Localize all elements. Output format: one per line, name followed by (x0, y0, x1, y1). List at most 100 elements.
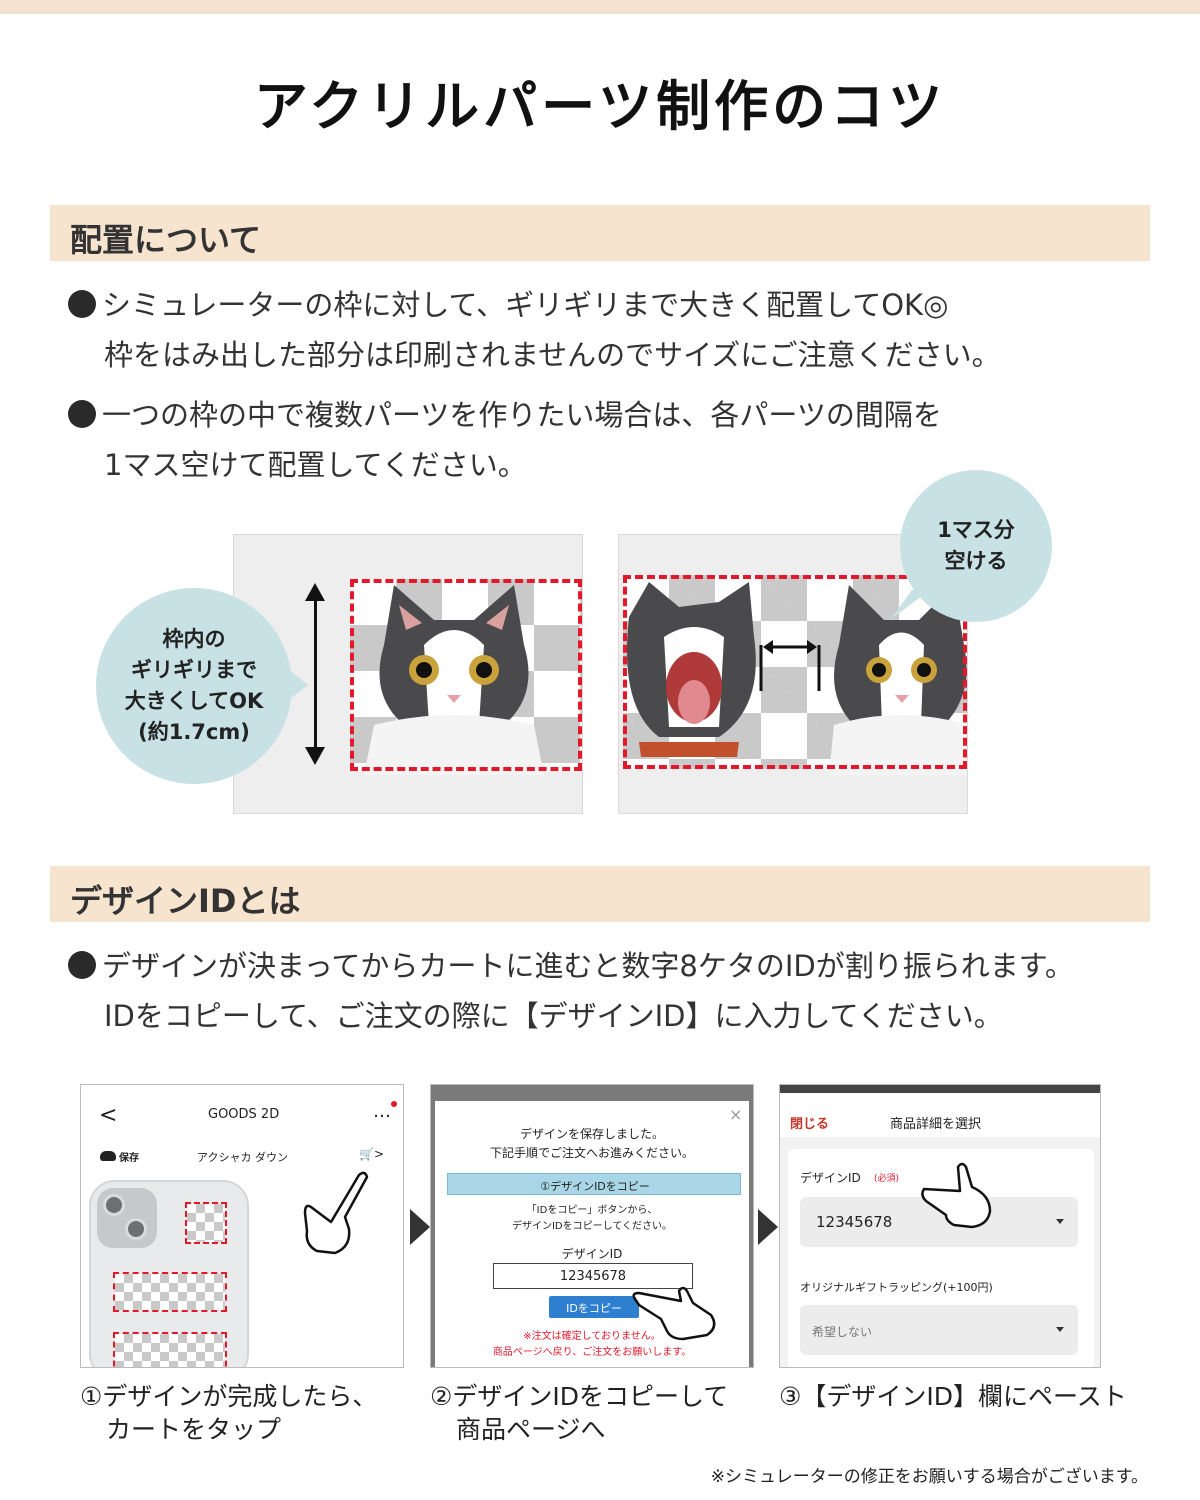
top-band (0, 0, 1200, 14)
section-heading-text: デザインIDとは (70, 882, 301, 920)
dialog-message: デザインを保存しました。 (519, 1127, 664, 1141)
bubble-tail-left (286, 668, 308, 702)
phone-case-preview (89, 1180, 249, 1367)
camera-module (97, 1188, 157, 1248)
form-card: デザインID (必須) 12345678 オリジナルギフトラッピング(+100円… (788, 1149, 1094, 1367)
step-arrow-icon (410, 1209, 430, 1245)
bullet-line: 枠をはみ出した部分は印刷されませんのでサイズにご注意ください。 (104, 338, 1001, 372)
pointing-hand-icon (303, 1171, 369, 1255)
screenshot-product-detail: 閉じる 商品詳細を選択 デザインID (必須) 12345678 オリジナルギフ… (779, 1084, 1101, 1368)
bullet-line: 1マス空けて配置してください。 (104, 448, 527, 482)
simulator-frame-left (233, 534, 583, 814)
bullet-line: 一つの枠の中で複数パーツを作りたい場合は、各パーツの間隔を (102, 398, 942, 432)
screenshot-simulator: < GOODS 2D … 保存 アクシャカ ダウン 🛒> (80, 1084, 404, 1368)
bullet-design-id: デザインが決まってからカートに進むと数字8ケタのIDが割り振られます。 IDをコ… (68, 941, 1074, 1041)
product-name: アクシャカ ダウン (197, 1151, 288, 1164)
camera-lens-icon (125, 1218, 147, 1240)
height-arrow (314, 597, 317, 755)
bullet-line: IDをコピーして、ご注文の際に【デザインID】に入力してください。 (104, 999, 1003, 1033)
print-area-frame (350, 579, 582, 771)
select-value: 希望しない (812, 1325, 873, 1339)
bullet-line: デザインが決まってからカートに進むと数字8ケタのIDが割り振られます。 (102, 949, 1074, 983)
step-bar-text: ①デザインIDをコピー (540, 1180, 650, 1193)
arrow-head-down (305, 747, 325, 765)
print-slot[interactable] (185, 1202, 227, 1244)
caption-line: カートをタップ (106, 1415, 282, 1444)
caption-line: ②デザインIDをコピーして (430, 1382, 729, 1411)
print-slot[interactable] (113, 1332, 227, 1367)
page-title: アクリルパーツ制作のコツ (253, 75, 947, 138)
print-slot[interactable] (113, 1272, 227, 1312)
cat-photo (364, 585, 544, 775)
design-id-value: 12345678 (559, 1269, 627, 1284)
field-label: デザインID (800, 1171, 861, 1185)
print-area-frame (623, 575, 967, 769)
more-menu-icon[interactable]: … (373, 1101, 391, 1122)
bubble-line: 1マス分 (937, 518, 1015, 542)
footnote: ※シミュレーターの修正をお願いする場合がございます。 (710, 1467, 1148, 1487)
copy-id-label: IDをコピー (566, 1302, 622, 1315)
bullet-dot (68, 290, 96, 318)
design-id-field[interactable]: 12345678 (493, 1263, 693, 1289)
bullet-placement-1: シミュレーターの枠に対して、ギリギリまで大きく配置してOK◎ 枠をはみ出した部分… (68, 280, 1001, 380)
screenshot-save-dialog: × デザインを保存しました。 下記手順でご注文へお進みください。 ①デザインID… (430, 1084, 754, 1368)
pointing-hand-icon (632, 1286, 716, 1341)
bubble-tail-right (890, 590, 930, 620)
tip-bubble-max-size: 枠内の ギリギリまで 大きくしてOK (約1.7cm) (96, 588, 292, 784)
field-label: オリジナルギフトラッピング(+100円) (800, 1281, 993, 1294)
bubble-line: 枠内の (162, 627, 226, 651)
step-arrow-icon (758, 1209, 778, 1245)
cart-icon[interactable]: 🛒> (359, 1147, 384, 1161)
warning-text: 商品ページへ戻り、ご注文をお願いします。 (492, 1347, 692, 1358)
caption-line: 商品ページへ (456, 1415, 606, 1444)
pointing-hand-icon (921, 1162, 992, 1229)
bubble-line: (約1.7cm) (138, 720, 250, 744)
select-value: 12345678 (816, 1213, 893, 1231)
simulator-frame-right (618, 534, 968, 814)
gift-wrapping-select[interactable]: 希望しない (800, 1305, 1078, 1355)
dialog: × デザインを保存しました。 下記手順でご注文へお進みください。 ①デザインID… (435, 1101, 749, 1367)
bullet-placement-2: 一つの枠の中で複数パーツを作りたい場合は、各パーツの間隔を 1マス空けて配置して… (68, 390, 942, 490)
tip-bubble-gap: 1マス分 空ける (900, 470, 1052, 622)
cat-photo (829, 585, 967, 775)
step-bar: ①デザインIDをコピー (447, 1173, 741, 1195)
status-bar (780, 1085, 1100, 1093)
header: 閉じる 商品詳細を選択 (780, 1093, 1100, 1137)
gap-arrow (759, 640, 821, 691)
bullet-dot (68, 400, 96, 428)
close-button[interactable]: 閉じる (790, 1117, 830, 1132)
bubble-line: 空ける (944, 549, 1008, 573)
section-heading-design-id: デザインIDとは (50, 866, 1150, 922)
caption-line: ③【デザインID】欄にペースト (779, 1382, 1127, 1411)
bullet-line: シミュレーターの枠に対して、ギリギリまで大きく配置してOK◎ (102, 288, 949, 322)
design-id-select[interactable]: 12345678 (800, 1197, 1078, 1247)
dialog-subtext: 「IDをコピー」ボタンから、 (526, 1205, 658, 1216)
caption-step-2: ②デザインIDをコピーして 商品ページへ (430, 1380, 728, 1446)
bubble-line: ギリギリまで (131, 658, 257, 682)
chevron-down-icon (1056, 1327, 1064, 1332)
camera-lens-icon (103, 1194, 125, 1216)
design-id-label: デザインID (561, 1247, 623, 1261)
screen-title: 商品詳細を選択 (890, 1117, 982, 1132)
copy-id-button[interactable]: IDをコピー (549, 1296, 639, 1318)
notification-dot (391, 1101, 397, 1107)
section-heading-placement: 配置について (50, 205, 1150, 261)
section-heading-text: 配置について (70, 221, 262, 259)
required-badge: (必須) (874, 1174, 900, 1184)
dialog-subtext: デザインIDをコピーしてください。 (511, 1221, 673, 1232)
bullet-dot (68, 951, 96, 979)
dialog-message: 下記手順でご注文へお進みください。 (489, 1146, 694, 1160)
bubble-line: 大きくしてOK (124, 689, 264, 713)
arrow-head-up (305, 583, 325, 601)
caption-step-3: ③【デザインID】欄にペースト (779, 1380, 1127, 1413)
caption-step-1: ①デザインが完成したら、 カートをタップ (80, 1380, 377, 1446)
chevron-down-icon (1056, 1219, 1064, 1224)
cloud-icon (100, 1151, 116, 1161)
save-button[interactable]: 保存 (119, 1153, 139, 1164)
close-icon[interactable]: × (729, 1105, 743, 1124)
caption-line: ①デザインが完成したら、 (80, 1382, 378, 1411)
back-icon[interactable]: < (99, 1103, 118, 1128)
app-title: GOODS 2D (208, 1107, 280, 1122)
cat-photo-yawning (627, 582, 756, 757)
warning-text: ※注文は確定しておりません。 (523, 1331, 661, 1342)
